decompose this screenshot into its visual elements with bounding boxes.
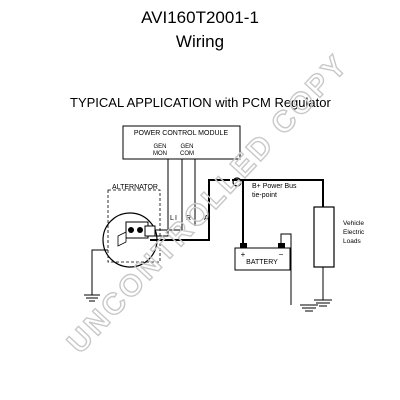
terminal-l: L xyxy=(170,215,174,222)
pcm-label: POWER CONTROL MODULE xyxy=(134,130,229,137)
vehicle-loads-box xyxy=(313,206,335,268)
bus-tie-point xyxy=(232,177,242,187)
part-number-title: AVI160T2001-1 xyxy=(141,8,259,27)
battery xyxy=(234,243,291,271)
gen-mon-label-top: GEN xyxy=(153,144,166,150)
battery-ground xyxy=(280,233,318,312)
pcm-wires xyxy=(152,159,196,237)
gen-com-label-top: GEN xyxy=(180,144,193,150)
application-subtitle: TYPICAL APPLICATION with PCM Regulator xyxy=(70,95,331,110)
alternator-ground xyxy=(84,249,108,302)
battery-minus: − xyxy=(279,250,284,259)
loads-ground xyxy=(314,267,332,307)
regulator-connector xyxy=(117,221,156,247)
bus-label-line1: B+ Power Bus xyxy=(252,183,297,190)
gen-mon-label-bottom: MON xyxy=(153,151,167,157)
loads-label-line1: Vehicle xyxy=(343,220,364,227)
alternator-outline xyxy=(107,189,161,263)
terminal-a: A xyxy=(204,215,209,222)
bus-label-line2: tie-point xyxy=(252,192,277,199)
battery-plus: + xyxy=(241,250,246,259)
wiring-title: Wiring xyxy=(175,32,225,51)
terminal-r: R xyxy=(186,215,191,222)
terminal-i: I xyxy=(175,215,177,222)
alternator-body xyxy=(102,212,158,268)
loads-label-line2: Electric xyxy=(343,229,365,236)
battery-label: BATTERY xyxy=(246,259,278,266)
gen-com-label-bottom: COM xyxy=(180,151,194,157)
output-wire xyxy=(150,179,324,241)
alternator-label: ALTERNATOR xyxy=(112,184,158,191)
loads-label-line3: Loads xyxy=(343,238,361,245)
